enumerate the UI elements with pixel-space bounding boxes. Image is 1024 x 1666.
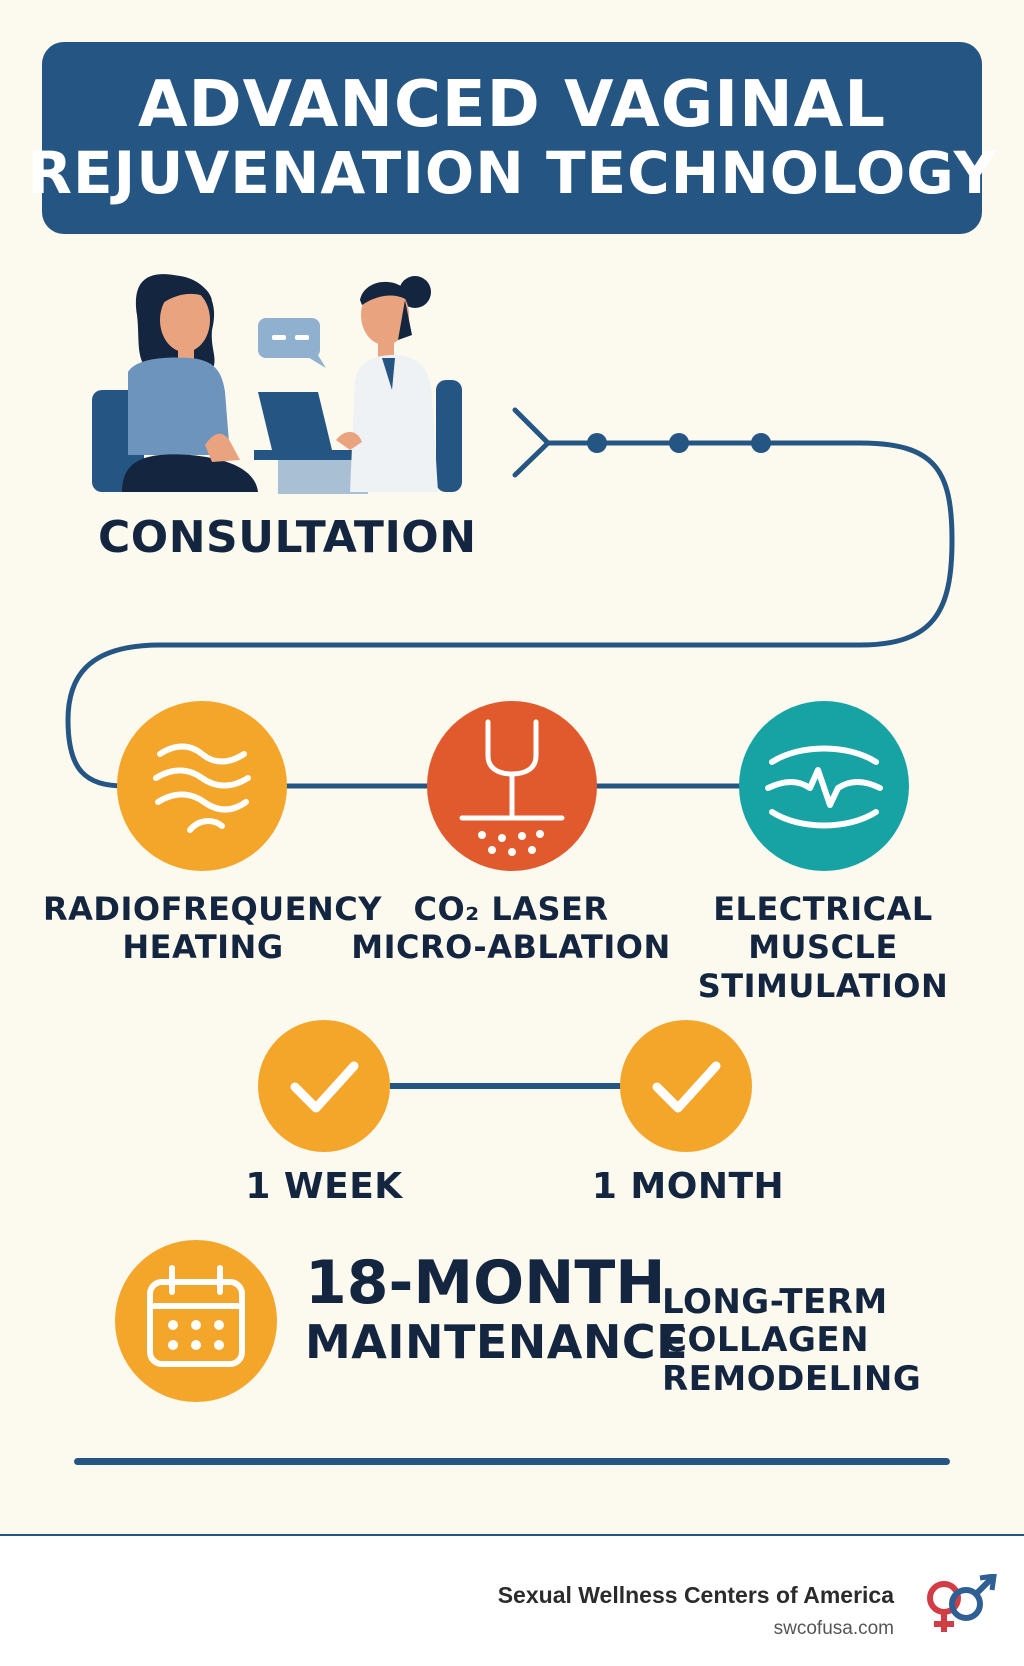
title-banner: ADVANCED VAGINAL REJUVENATION TECHNOLOGY	[27, 42, 996, 234]
checkmark-icon	[258, 1020, 390, 1152]
milestone-label-week: 1 WEEK	[245, 1166, 403, 1207]
doctor-patient-consultation-illustration	[92, 274, 462, 494]
title-line-1: ADVANCED VAGINAL	[138, 67, 886, 142]
title-line-2: REJUVENATION TECHNOLOGY	[27, 139, 997, 208]
muscle-signal-icon	[739, 701, 909, 871]
heat-waves-icon	[117, 701, 287, 871]
maintenance-title: 18-MONTH MAINTENANCE	[305, 1248, 689, 1370]
consultation-label: CONSULTATION	[98, 512, 477, 563]
footer: Sexual Wellness Centers of America swcof…	[0, 1536, 1024, 1666]
section-divider	[74, 1458, 950, 1465]
process-path	[65, 407, 955, 789]
gender-symbols-logo	[927, 1574, 997, 1632]
calendar-icon	[115, 1240, 277, 1402]
footer-rule	[0, 1534, 1024, 1536]
path-dot-1	[587, 433, 607, 453]
milestone-label-month: 1 MONTH	[591, 1166, 785, 1207]
maintenance-description: LONG-TERM COLLAGEN REMODELING	[662, 1282, 922, 1399]
checkmark-icon	[620, 1020, 752, 1152]
path-dot-3	[751, 433, 771, 453]
path-dot-2	[669, 433, 689, 453]
organization-url[interactable]: swcofusa.com	[773, 1618, 894, 1639]
laser-icon	[427, 701, 597, 871]
organization-name: Sexual Wellness Centers of America	[497, 1582, 894, 1608]
